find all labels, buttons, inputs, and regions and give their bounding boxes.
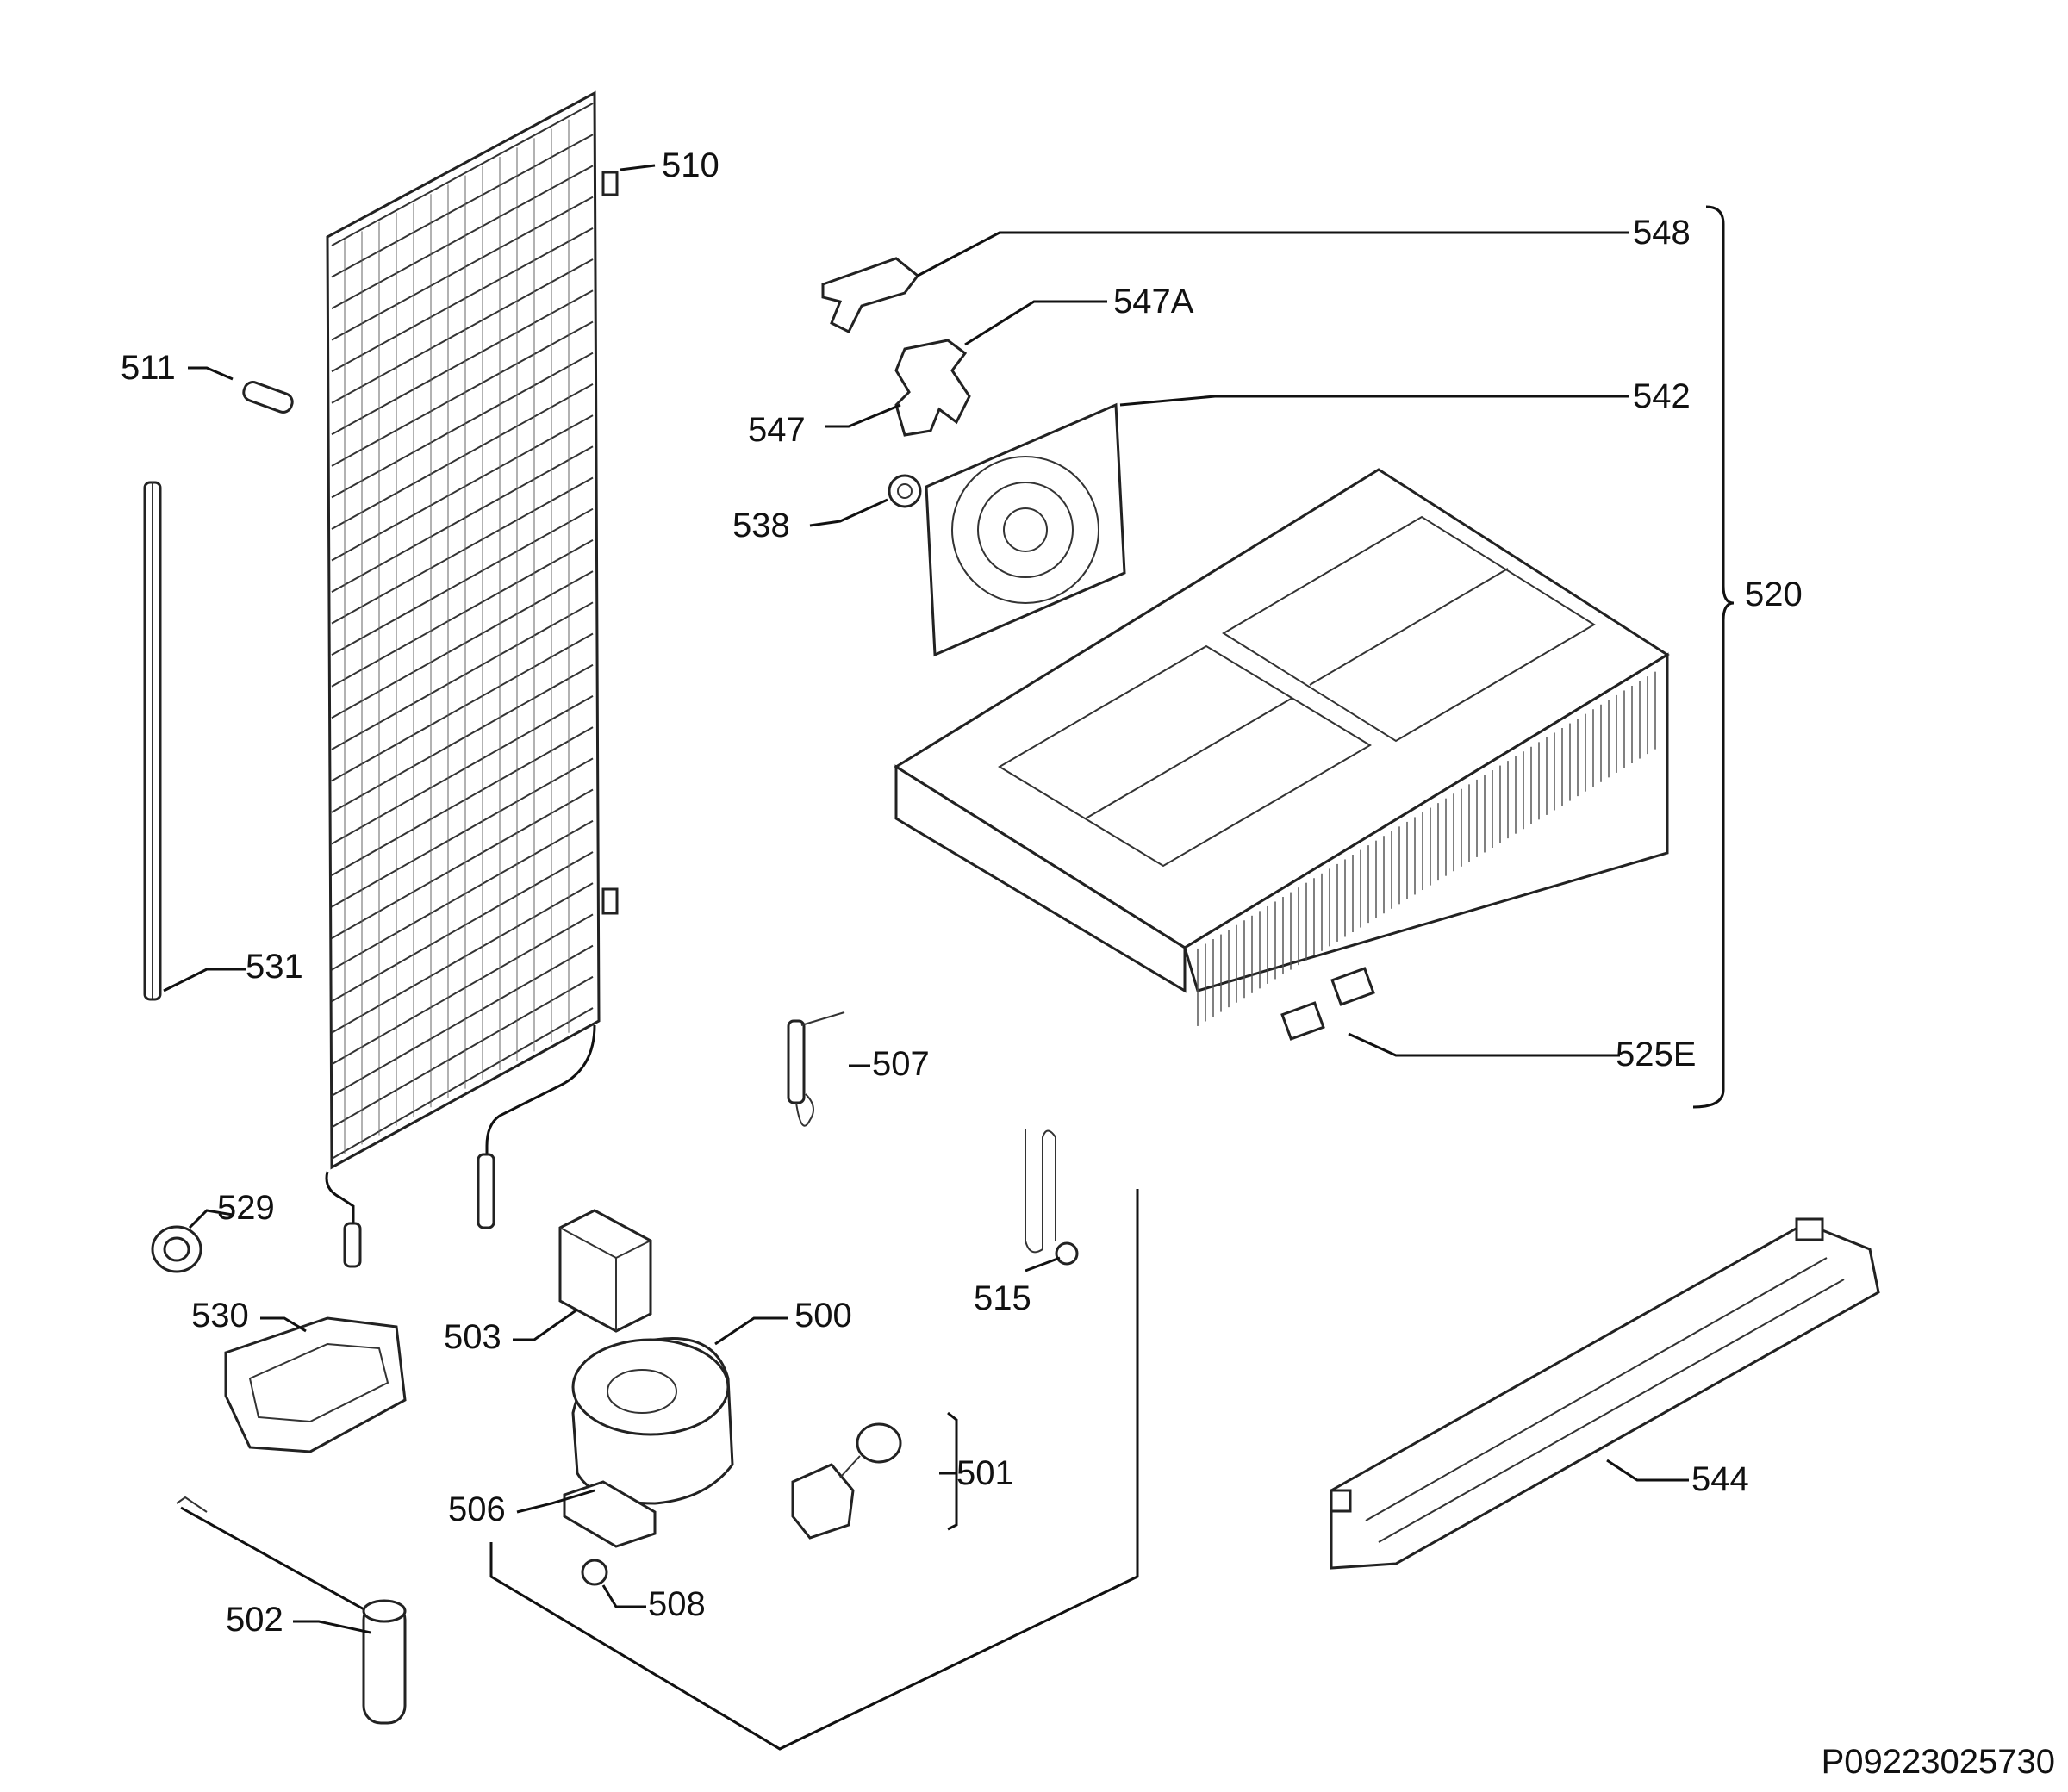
thermostat-part-507: [787, 1011, 845, 1127]
label-530: 530: [191, 1297, 249, 1335]
grommet-part-529: [151, 1225, 202, 1273]
label-506: 506: [448, 1490, 506, 1528]
kick-plate-part-544: [1330, 1217, 1880, 1570]
label-548: 548: [1633, 214, 1691, 252]
assembly-bracket: [1692, 205, 1735, 1109]
compressor-part-500: [563, 1337, 734, 1548]
evaporator-housing-520: [894, 468, 1670, 1026]
label-510: 510: [662, 146, 719, 184]
label-515: 515: [974, 1279, 1031, 1317]
relay-box-part-503: [558, 1209, 652, 1333]
part-labels: 510 511 531 529 530 502 503 500 506 508 …: [121, 146, 1803, 1639]
label-547A: 547A: [1113, 283, 1194, 320]
label-547: 547: [748, 411, 806, 449]
drawing-reference-code: P09223025730: [1822, 1743, 2055, 1781]
label-507: 507: [872, 1045, 930, 1083]
drain-tube-part: [143, 481, 162, 1001]
nut-part-508: [581, 1559, 608, 1586]
label-501: 501: [956, 1454, 1014, 1492]
heater-part-515: [1025, 1129, 1079, 1266]
label-525E: 525E: [1616, 1036, 1696, 1073]
starter-part-501: [791, 1422, 902, 1540]
label-500: 500: [794, 1297, 852, 1335]
connector-part-525E: [1280, 967, 1375, 1041]
label-529: 529: [217, 1189, 275, 1227]
label-542: 542: [1633, 377, 1691, 415]
label-503: 503: [444, 1318, 501, 1356]
label-520: 520: [1745, 576, 1803, 613]
label-502: 502: [226, 1601, 283, 1639]
condenser-coil: [325, 90, 619, 1268]
group-outline: [489, 1189, 1139, 1751]
label-511: 511: [121, 349, 176, 387]
sleeve-part-511: [242, 381, 294, 414]
label-544: 544: [1691, 1460, 1749, 1498]
label-531: 531: [246, 948, 303, 986]
leader-lines: [163, 164, 1689, 1634]
label-508: 508: [648, 1585, 706, 1623]
fan-assembly: [821, 257, 1126, 657]
power-cord-part-502: [176, 1496, 407, 1725]
drip-tray-part-530: [224, 1316, 407, 1453]
label-538: 538: [732, 507, 790, 544]
